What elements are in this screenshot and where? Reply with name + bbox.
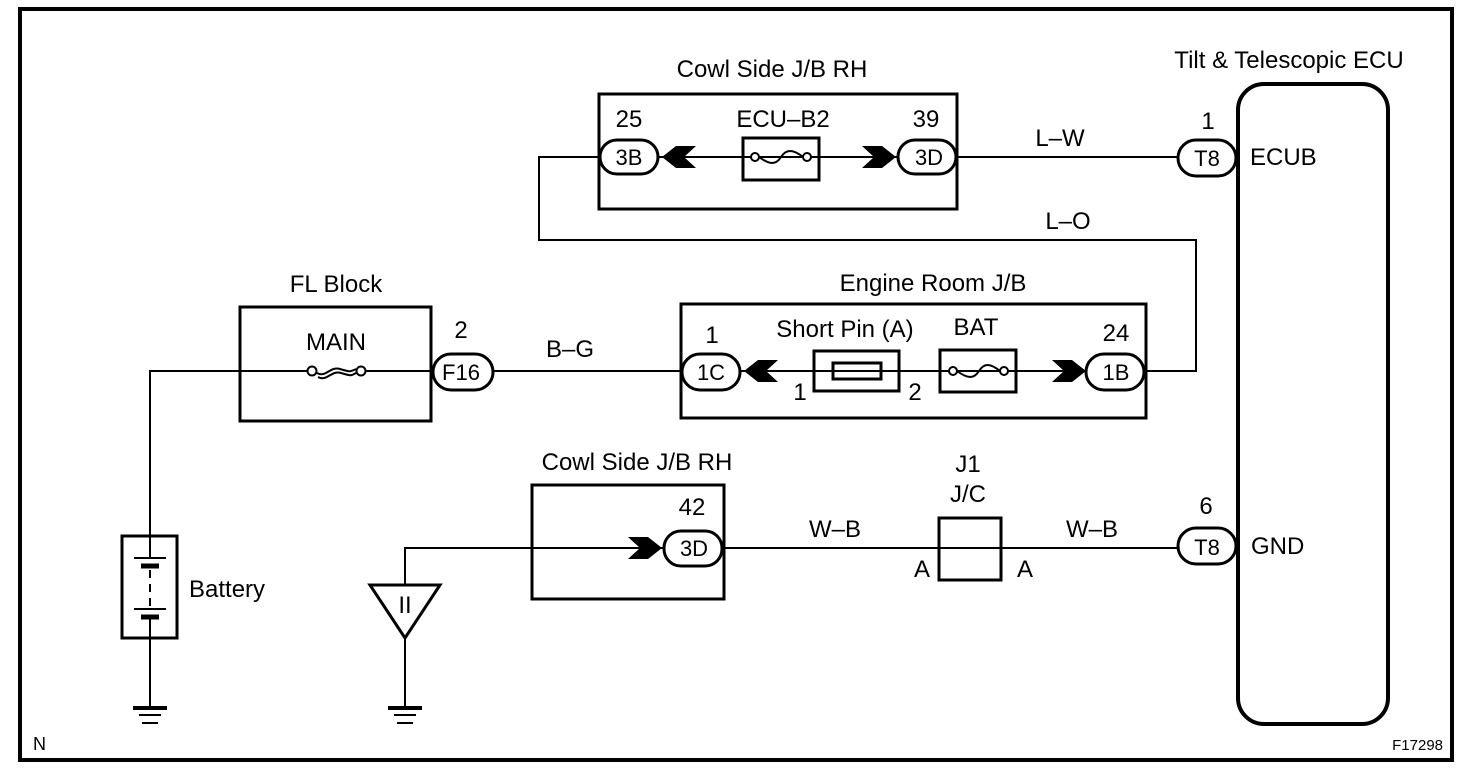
junction-j1: J1 J/C A A xyxy=(914,451,1033,583)
short-pin-icon xyxy=(831,361,883,381)
battery-label: Battery xyxy=(189,576,265,603)
cowl-side-jb-top: Cowl Side J/B RH ECU–B2 25 3B 39 3D xyxy=(597,56,959,211)
connector-f16-label: F16 xyxy=(442,360,480,385)
wire-w-b-left-label: W–B xyxy=(809,516,861,543)
ground-icon xyxy=(388,706,422,724)
wire-l-o-label: L–O xyxy=(1045,208,1090,235)
short-pin-terminal-2: 2 xyxy=(908,379,921,406)
junction-box xyxy=(937,516,1003,582)
ecu-pin-1: 1 xyxy=(1201,108,1214,135)
bat-fuse-box xyxy=(938,348,1018,394)
fl-block: FL Block MAIN 2 F16 xyxy=(238,271,495,423)
battery-main-wire xyxy=(149,370,307,537)
main-fuse-label: MAIN xyxy=(306,329,366,356)
connector-3d-top-label: 3D xyxy=(915,145,943,170)
cowl-side-bottom-title: Cowl Side J/B RH xyxy=(542,449,733,476)
wire-l-o xyxy=(538,156,1197,372)
connector-1b xyxy=(1084,352,1146,392)
ecu-title: Tilt & Telescopic ECU xyxy=(1174,47,1403,74)
ground-point-label: II xyxy=(398,592,411,619)
terminal-gnd: GND xyxy=(1251,533,1304,560)
figure-id: F17298 xyxy=(1392,737,1443,754)
junction-type: J/C xyxy=(950,481,986,508)
ecu-b2-fuse-box xyxy=(741,136,821,182)
bat-fuse-label: BAT xyxy=(954,314,999,341)
cowl-side-bottom-box xyxy=(530,483,726,601)
connector-1c-label: 1C xyxy=(697,360,725,385)
engine-room-box xyxy=(679,302,1148,420)
connector-t8-top xyxy=(1176,138,1238,178)
er-pin-1: 1 xyxy=(705,322,718,349)
fuse-icon xyxy=(948,364,1009,378)
ecu-pin-6: 6 xyxy=(1199,493,1212,520)
fusible-link-icon xyxy=(306,365,367,380)
fl-pin-2: 2 xyxy=(454,317,467,344)
fuse-icon xyxy=(750,150,812,164)
ground-icon xyxy=(133,706,167,724)
arrow-right-icon xyxy=(1052,360,1086,382)
wire-l-w-label: L–W xyxy=(1035,125,1085,152)
er-pin-24: 24 xyxy=(1103,320,1130,347)
short-pin-terminal-1: 1 xyxy=(793,379,806,406)
pin-39: 39 xyxy=(913,106,940,133)
connector-t8-bottom-label: T8 xyxy=(1194,535,1220,560)
arrow-left-icon xyxy=(744,360,778,382)
cowl-side-top-box xyxy=(597,92,959,211)
pin-25: 25 xyxy=(616,106,643,133)
arrow-left-icon xyxy=(662,146,696,168)
cowl-side-top-title: Cowl Side J/B RH xyxy=(677,56,868,83)
arrow-right-icon xyxy=(862,146,896,168)
junction-id: J1 xyxy=(955,451,980,478)
ground-point: II xyxy=(367,547,664,706)
cowl-side-jb-bottom: Cowl Side J/B RH 42 3D xyxy=(530,449,733,601)
wire-w-b-right-label: W–B xyxy=(1066,516,1118,543)
connector-3b-label: 3B xyxy=(616,145,643,170)
engine-room-title: Engine Room J/B xyxy=(840,270,1027,297)
connector-t8-top-label: T8 xyxy=(1194,146,1220,171)
connector-1b-label: 1B xyxy=(1103,360,1130,385)
cowl-bottom-pin-42: 42 xyxy=(679,494,706,521)
arrow-right-icon xyxy=(628,537,662,559)
short-pin-label: Short Pin (A) xyxy=(776,316,913,343)
connector-1c xyxy=(680,352,742,392)
connector-t8-bottom xyxy=(1176,526,1238,566)
tilt-telescopic-ecu: Tilt & Telescopic ECU 1 T8 ECUB 6 T8 GND xyxy=(1174,47,1404,726)
terminal-ecub: ECUB xyxy=(1250,144,1317,171)
ground-point-triangle xyxy=(367,583,443,641)
ground-point-wire xyxy=(404,547,664,585)
ecu-box xyxy=(1236,82,1390,726)
engine-room-jb: Engine Room J/B 1 1C Short Pin (A) 1 2 B… xyxy=(679,270,1148,420)
diagram-frame xyxy=(18,7,1454,762)
wire-b-g-label: B–G xyxy=(546,336,594,363)
fl-block-title: FL Block xyxy=(290,271,383,298)
ecu-b2-label: ECU–B2 xyxy=(736,106,829,133)
battery: Battery xyxy=(120,534,265,706)
short-pin-box xyxy=(812,349,901,393)
fl-block-box xyxy=(238,305,433,423)
junction-terminal-left: A xyxy=(914,556,930,583)
connector-3d-top xyxy=(896,138,958,176)
connector-3d-bottom-label: 3D xyxy=(680,536,708,561)
junction-terminal-right: A xyxy=(1017,556,1033,583)
corner-label: N xyxy=(33,734,46,754)
